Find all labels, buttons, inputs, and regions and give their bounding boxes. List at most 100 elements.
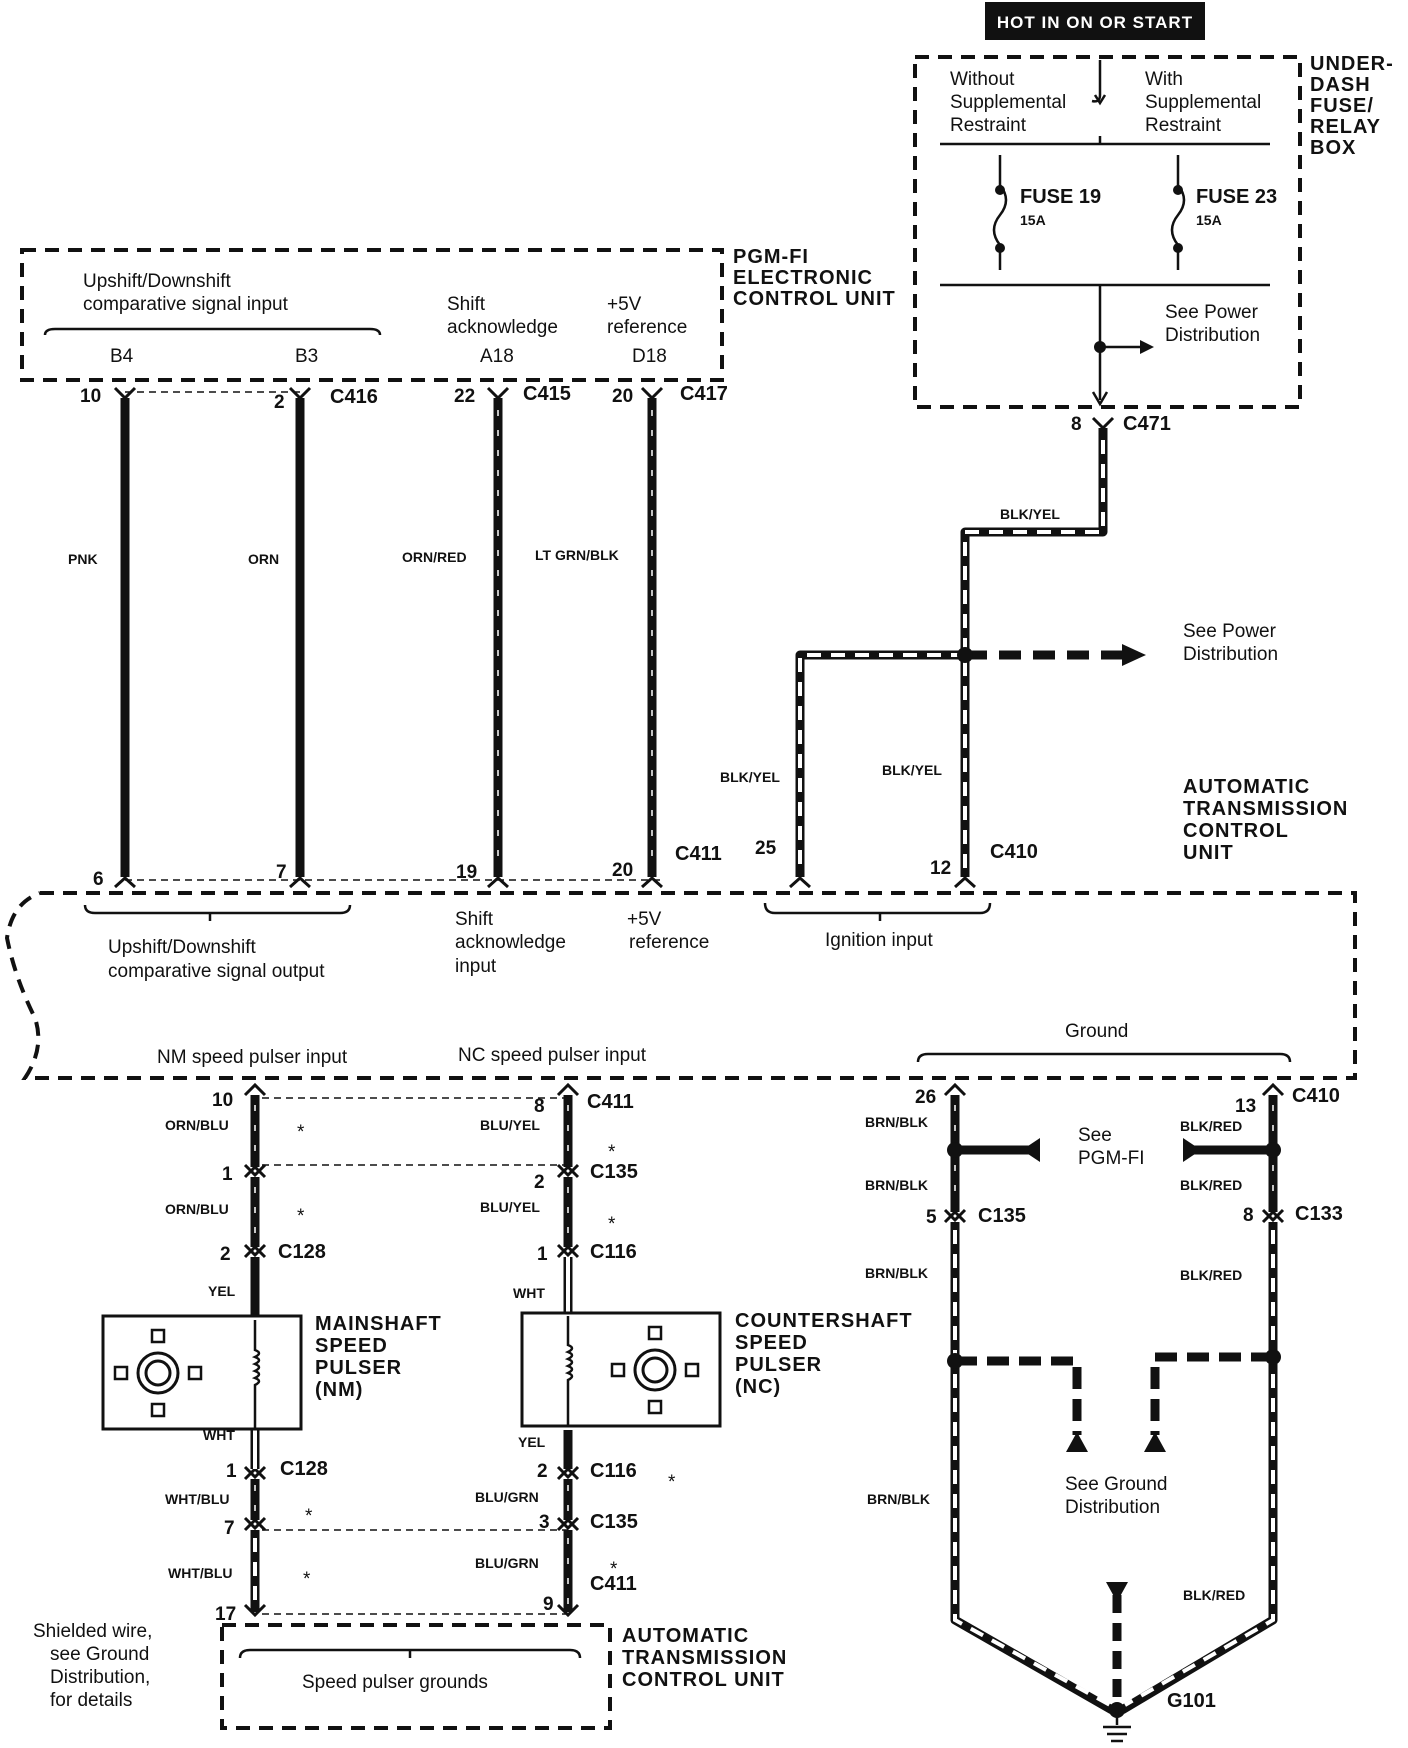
label-yel-nm: YEL (208, 1283, 236, 1299)
low-conn-c135-a: C135 (590, 1161, 638, 1183)
see-power-dist-1: See Power (1183, 621, 1277, 642)
label-brn-blk-1: BRN/BLK (865, 1114, 928, 1130)
mainshaft-speed-pulser (101, 1314, 303, 1431)
shield-note-3: Distribution, (50, 1667, 150, 1688)
ground-g101: G101 (1167, 1690, 1216, 1712)
tcu-title-4: UNIT (1183, 842, 1234, 864)
label-brn-blk-4: BRN/BLK (867, 1491, 930, 1507)
without-srs-1: Without (950, 69, 1015, 90)
tcu-pin-7: 7 (276, 862, 287, 883)
low-pin-13: 13 (1235, 1096, 1256, 1117)
tcu-bottom-title-3: CONTROL UNIT (622, 1669, 785, 1691)
tcu-ground: Ground (1065, 1021, 1128, 1042)
tcu-pin-12: 12 (930, 858, 951, 879)
label-wht-blu-2: WHT/BLU (168, 1565, 233, 1581)
mainshaft-title-3: PULSER (315, 1357, 402, 1379)
low-pin-5: 5 (926, 1207, 937, 1228)
label-yel-nc: YEL (518, 1434, 546, 1450)
countershaft-title-3: PULSER (735, 1354, 822, 1376)
mainshaft-title-1: MAINSHAFT (315, 1313, 442, 1335)
low-pin-2-c: 2 (537, 1461, 548, 1482)
star-1: * (297, 1122, 305, 1143)
fuse-see-power-2: Distribution (1165, 325, 1260, 346)
fuse19-label: FUSE 19 (1020, 186, 1101, 208)
low-conn-c135-b: C135 (590, 1511, 638, 1533)
mainshaft-title-2: SPEED (315, 1335, 388, 1357)
with-srs-2: Supplemental (1145, 92, 1261, 113)
pin-10-top: 10 (80, 386, 101, 407)
countershaft-title-2: SPEED (735, 1332, 808, 1354)
with-srs-3: Restraint (1145, 115, 1222, 136)
low-pin-10: 10 (212, 1090, 233, 1111)
low-conn-c411-a: C411 (587, 1091, 634, 1113)
label-lt-grn-blk: LT GRN/BLK (535, 547, 619, 563)
star-7: * (303, 1569, 311, 1590)
ecu-term-b4: B4 (110, 346, 134, 367)
without-srs-3: Restraint (950, 115, 1027, 136)
low-conn-c128-a: C128 (278, 1241, 326, 1263)
tcu-ref-2: reference (629, 932, 709, 953)
shield-note-4: for details (50, 1690, 132, 1711)
star-5: * (305, 1506, 313, 1527)
tcu-upshift-1: Upshift/Downshift (108, 937, 257, 958)
tcu-upshift-2: comparative signal output (108, 961, 325, 982)
ecu-shift-2: acknowledge (447, 317, 558, 338)
star-8: * (610, 1559, 618, 1580)
label-blk-yel-right: BLK/YEL (882, 762, 942, 778)
fuse23-label: FUSE 23 (1196, 186, 1277, 208)
ecu-term-b3: B3 (295, 346, 318, 367)
shield-note-1: Shielded wire, (33, 1621, 152, 1642)
tcu-ignition: Ignition input (825, 930, 933, 951)
see-ground-dist-1: See Ground (1065, 1474, 1167, 1495)
ecu-upshift-1: Upshift/Downshift (83, 271, 232, 292)
ecu-term-d18: D18 (632, 346, 667, 367)
low-pin-8-b: 8 (1243, 1205, 1254, 1226)
low-pin-3: 3 (539, 1512, 550, 1533)
wire-blk-yel-feed (960, 428, 1108, 877)
fuse-box-title-5: BOX (1310, 137, 1356, 159)
tcu-pin-25: 25 (755, 838, 777, 859)
low-conn-c116-b: C116 (590, 1460, 637, 1482)
label-blk-yel-left: BLK/YEL (720, 769, 780, 785)
conn-c471: C471 (1123, 413, 1171, 435)
see-pgmfi-1: See (1078, 1125, 1112, 1146)
low-pin-1-b: 1 (537, 1244, 548, 1265)
lower-connector-chevrons (243, 1082, 1285, 1618)
low-pin-9: 9 (543, 1594, 554, 1615)
tcu-pin-20: 20 (612, 860, 633, 881)
fuse-relay-box: UNDER- DASH FUSE/ RELAY BOX Without Supp… (913, 53, 1393, 409)
ecu-upshift-2: comparative signal input (83, 294, 289, 315)
ecu-ref-1: +5V (607, 294, 642, 315)
ecu-title-1: PGM-FI (733, 246, 809, 268)
power-banner-box (985, 2, 1205, 40)
tcu-pin-19: 19 (456, 862, 477, 883)
label-blk-yel-top: BLK/YEL (1000, 506, 1060, 522)
label-brn-blk-2: BRN/BLK (865, 1177, 928, 1193)
conn-c417: C417 (680, 383, 728, 405)
low-conn-c128-b: C128 (280, 1458, 328, 1480)
see-ground-dist-2: Distribution (1065, 1497, 1160, 1518)
tcu-box: AUTOMATIC TRANSMISSION CONTROL UNIT 6 7 … (4, 776, 1357, 1080)
label-orn-red: ORN/RED (402, 549, 467, 565)
pin-22-top: 22 (454, 386, 475, 407)
tcu-shift-2: acknowledge (455, 932, 566, 953)
label-blk-red-1: BLK/RED (1180, 1118, 1242, 1134)
mainshaft-title-4: (NM) (315, 1379, 363, 1401)
star-3: * (297, 1206, 305, 1227)
low-pin-26: 26 (915, 1087, 936, 1108)
tcu-shift-1: Shift (455, 909, 494, 930)
conn-c416: C416 (330, 386, 378, 408)
fuse19-amp: 15A (1020, 212, 1046, 228)
low-conn-c411-b: C411 (590, 1573, 637, 1595)
star-2: * (608, 1142, 616, 1163)
low-pin-8: 8 (534, 1096, 545, 1117)
label-blk-red-3: BLK/RED (1180, 1267, 1242, 1283)
label-blk-red-2: BLK/RED (1180, 1177, 1242, 1193)
conn-c415: C415 (523, 383, 571, 405)
tcu-bottom-box: Speed pulser grounds (220, 1623, 612, 1730)
label-orn-blu-2: ORN/BLU (165, 1201, 229, 1217)
pin-20-top: 20 (612, 386, 633, 407)
low-conn-c410: C410 (1292, 1085, 1340, 1107)
countershaft-speed-pulser (520, 1311, 722, 1428)
wire-brn-blk-low (950, 1222, 1115, 1714)
